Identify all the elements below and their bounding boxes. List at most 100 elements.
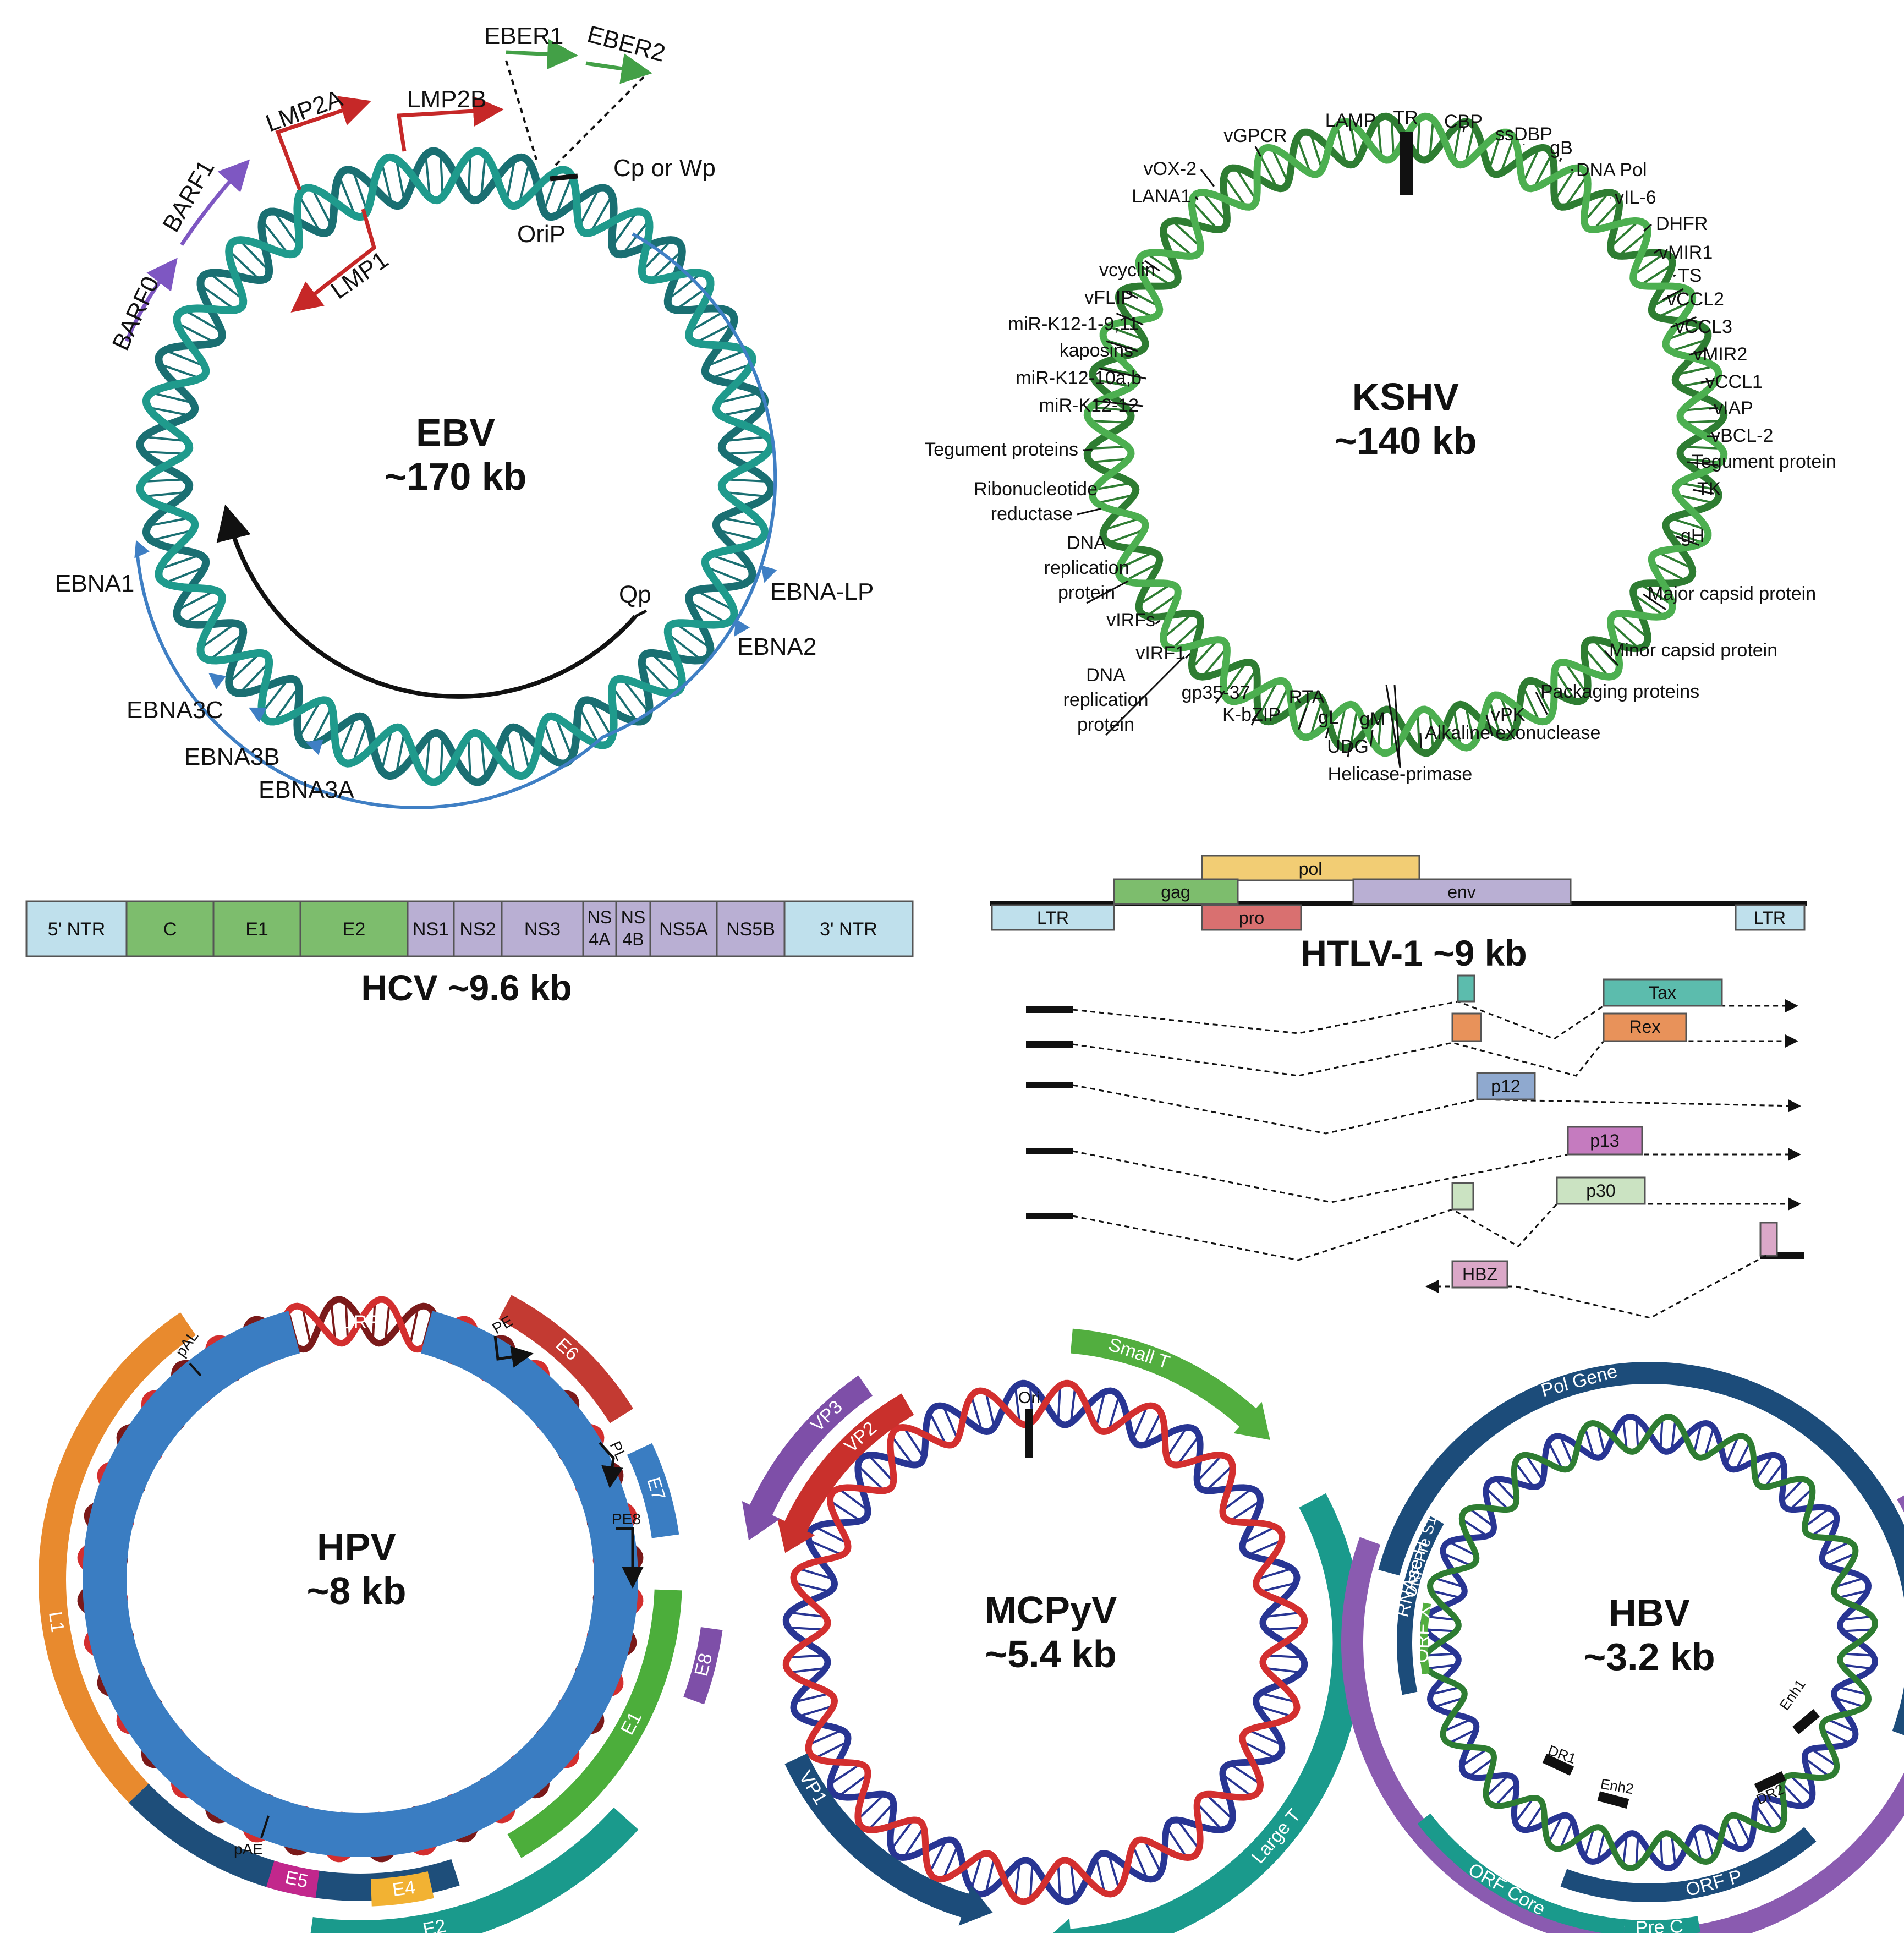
kshv-label-vox2: vOX-2	[1144, 158, 1197, 179]
helix-base-pair	[185, 601, 221, 623]
helix-base-pair	[722, 517, 761, 527]
helix-base-pair	[1565, 176, 1587, 206]
kshv-size: ~140 kb	[1335, 419, 1477, 462]
helix-base-pair	[1070, 1388, 1076, 1421]
hpv-e7-arc	[627, 1443, 679, 1538]
helix-base-pair	[1619, 232, 1647, 256]
helix-base-pair	[1098, 365, 1133, 375]
hcv-segment	[453, 900, 503, 957]
helix-base-pair	[579, 189, 599, 226]
kshv-label-vmir1: vMIR1	[1659, 242, 1713, 263]
helix-base-pair	[1634, 253, 1664, 275]
hcv-segment-label: E1	[245, 919, 268, 940]
helix-base-pair	[1144, 1413, 1161, 1444]
helix-base-pair	[384, 1305, 391, 1339]
helix-base-pair	[440, 738, 444, 777]
helix-base-pair	[518, 164, 530, 202]
helix-base-pair	[1310, 701, 1323, 735]
ebv-lmp2a-arrow	[275, 96, 371, 191]
helix-base-pair	[891, 1820, 913, 1848]
helix-base-pair	[1489, 134, 1501, 168]
kshv-label-mir12: miR-K12-12	[1039, 395, 1139, 416]
helix-base-pair	[831, 1764, 860, 1784]
helix-base-pair	[1523, 149, 1540, 182]
helix-base-pair	[1584, 1829, 1595, 1857]
helix-base-pair	[1622, 1421, 1628, 1449]
ebv-label-ebna1: EBNA1	[55, 570, 134, 597]
helix-base-pair	[1108, 1855, 1120, 1888]
kshv-label-tk: TK	[1697, 479, 1721, 500]
helix-base-pair	[1839, 1686, 1867, 1695]
htlv-pro-label: pro	[1239, 908, 1264, 928]
helix-base-pair	[1584, 1428, 1595, 1456]
kshv-label-dnapol: DNA Pol	[1576, 160, 1647, 180]
helix-base-pair	[1231, 1501, 1260, 1521]
helix-base-pair	[1259, 682, 1277, 714]
helix-base-pair	[1258, 1705, 1291, 1717]
hpv-size: ~8 kb	[307, 1569, 407, 1612]
helix-base-pair	[145, 451, 184, 455]
helix-base-pair	[1164, 614, 1192, 638]
hpv-label-pae: pAE	[234, 1841, 263, 1858]
helix-base-pair	[1092, 406, 1127, 412]
ebv-label-ebna3c: EBNA3C	[127, 697, 223, 724]
ebv-label-barf0: BARF0	[107, 272, 164, 354]
helix-base-pair	[1635, 1420, 1639, 1448]
helix-base-pair	[1377, 121, 1382, 156]
helix-base-pair	[1244, 1526, 1275, 1543]
helix-base-pair	[791, 1612, 824, 1618]
helix-base-pair	[1167, 1828, 1187, 1857]
helix-base-pair	[1469, 1758, 1494, 1777]
kshv-label-alkaline: Alkaline exonuclease	[1425, 722, 1600, 743]
kshv-label-vflip: vFLIP	[1084, 287, 1133, 308]
helix-base-pair	[929, 1413, 946, 1444]
hcv-segment	[615, 900, 651, 957]
kshv-label-rta: RTA	[1289, 687, 1325, 708]
helix-base-pair	[299, 196, 321, 232]
helix-base-pair	[1462, 1749, 1487, 1766]
helix-base-pair	[1336, 708, 1346, 742]
helix-base-pair	[1548, 1816, 1563, 1842]
htlv-pol-label: pol	[1299, 859, 1323, 879]
helix-base-pair	[1693, 1425, 1702, 1453]
ebv-ebna3b-arrowhead	[249, 707, 267, 722]
mcpyv-size: ~5.4 kb	[985, 1633, 1116, 1675]
hpv-e6-arc	[498, 1295, 634, 1423]
helix-base-pair	[1790, 1488, 1812, 1509]
kshv-leader-vox2	[1200, 169, 1215, 187]
helix-base-pair	[1091, 446, 1126, 450]
ebv-label-ebna3a: EBNA3A	[259, 776, 354, 803]
helix-base-pair	[1659, 1837, 1664, 1865]
ebv-label-barf1: BARF1	[157, 156, 220, 237]
hcv-segment-label: NS2	[459, 919, 496, 940]
helix-base-pair	[339, 719, 355, 756]
hcv-segment-label: 5' NTR	[48, 919, 106, 940]
hpv-label-pe8: PE8	[612, 1510, 641, 1527]
helix-base-pair	[166, 350, 204, 366]
kshv-leader-mir10	[1099, 368, 1146, 380]
kshv-label-ts: TS	[1678, 265, 1702, 286]
helix-base-pair	[668, 634, 701, 660]
helix-base-pair	[727, 451, 766, 455]
kshv-leader-gl	[1325, 727, 1330, 738]
helix-base-pair	[1584, 648, 1609, 676]
helix-base-pair	[1685, 446, 1720, 450]
mcpyv-smallt-arc	[1070, 1328, 1270, 1440]
hcv-segment	[783, 900, 914, 957]
helix-base-pair	[796, 1693, 829, 1703]
helix-base-pair	[1685, 420, 1720, 424]
helix-base-pair	[518, 731, 530, 769]
helix-base-pair	[1515, 1463, 1534, 1487]
kshv-label-tegproteins: Tegument proteins	[924, 439, 1078, 460]
ebv-label-ebna-lp: EBNA-LP	[770, 578, 874, 605]
helix-base-pair	[1428, 1664, 1456, 1669]
hpv-panel: L1L2E6E7E1E8E2E4E5URR HPV ~8 kb PE PL PE…	[38, 1295, 723, 1933]
ebv-orip-mark	[550, 173, 578, 182]
hpv-e5-arc	[266, 1860, 320, 1898]
kshv-leader-helicase-a	[1385, 685, 1401, 768]
kshv-leader-vccl3	[1670, 316, 1697, 328]
helix-base-pair	[1755, 1455, 1773, 1480]
hbv-orfs-arc-label: ORFS	[1699, 1338, 1754, 1371]
